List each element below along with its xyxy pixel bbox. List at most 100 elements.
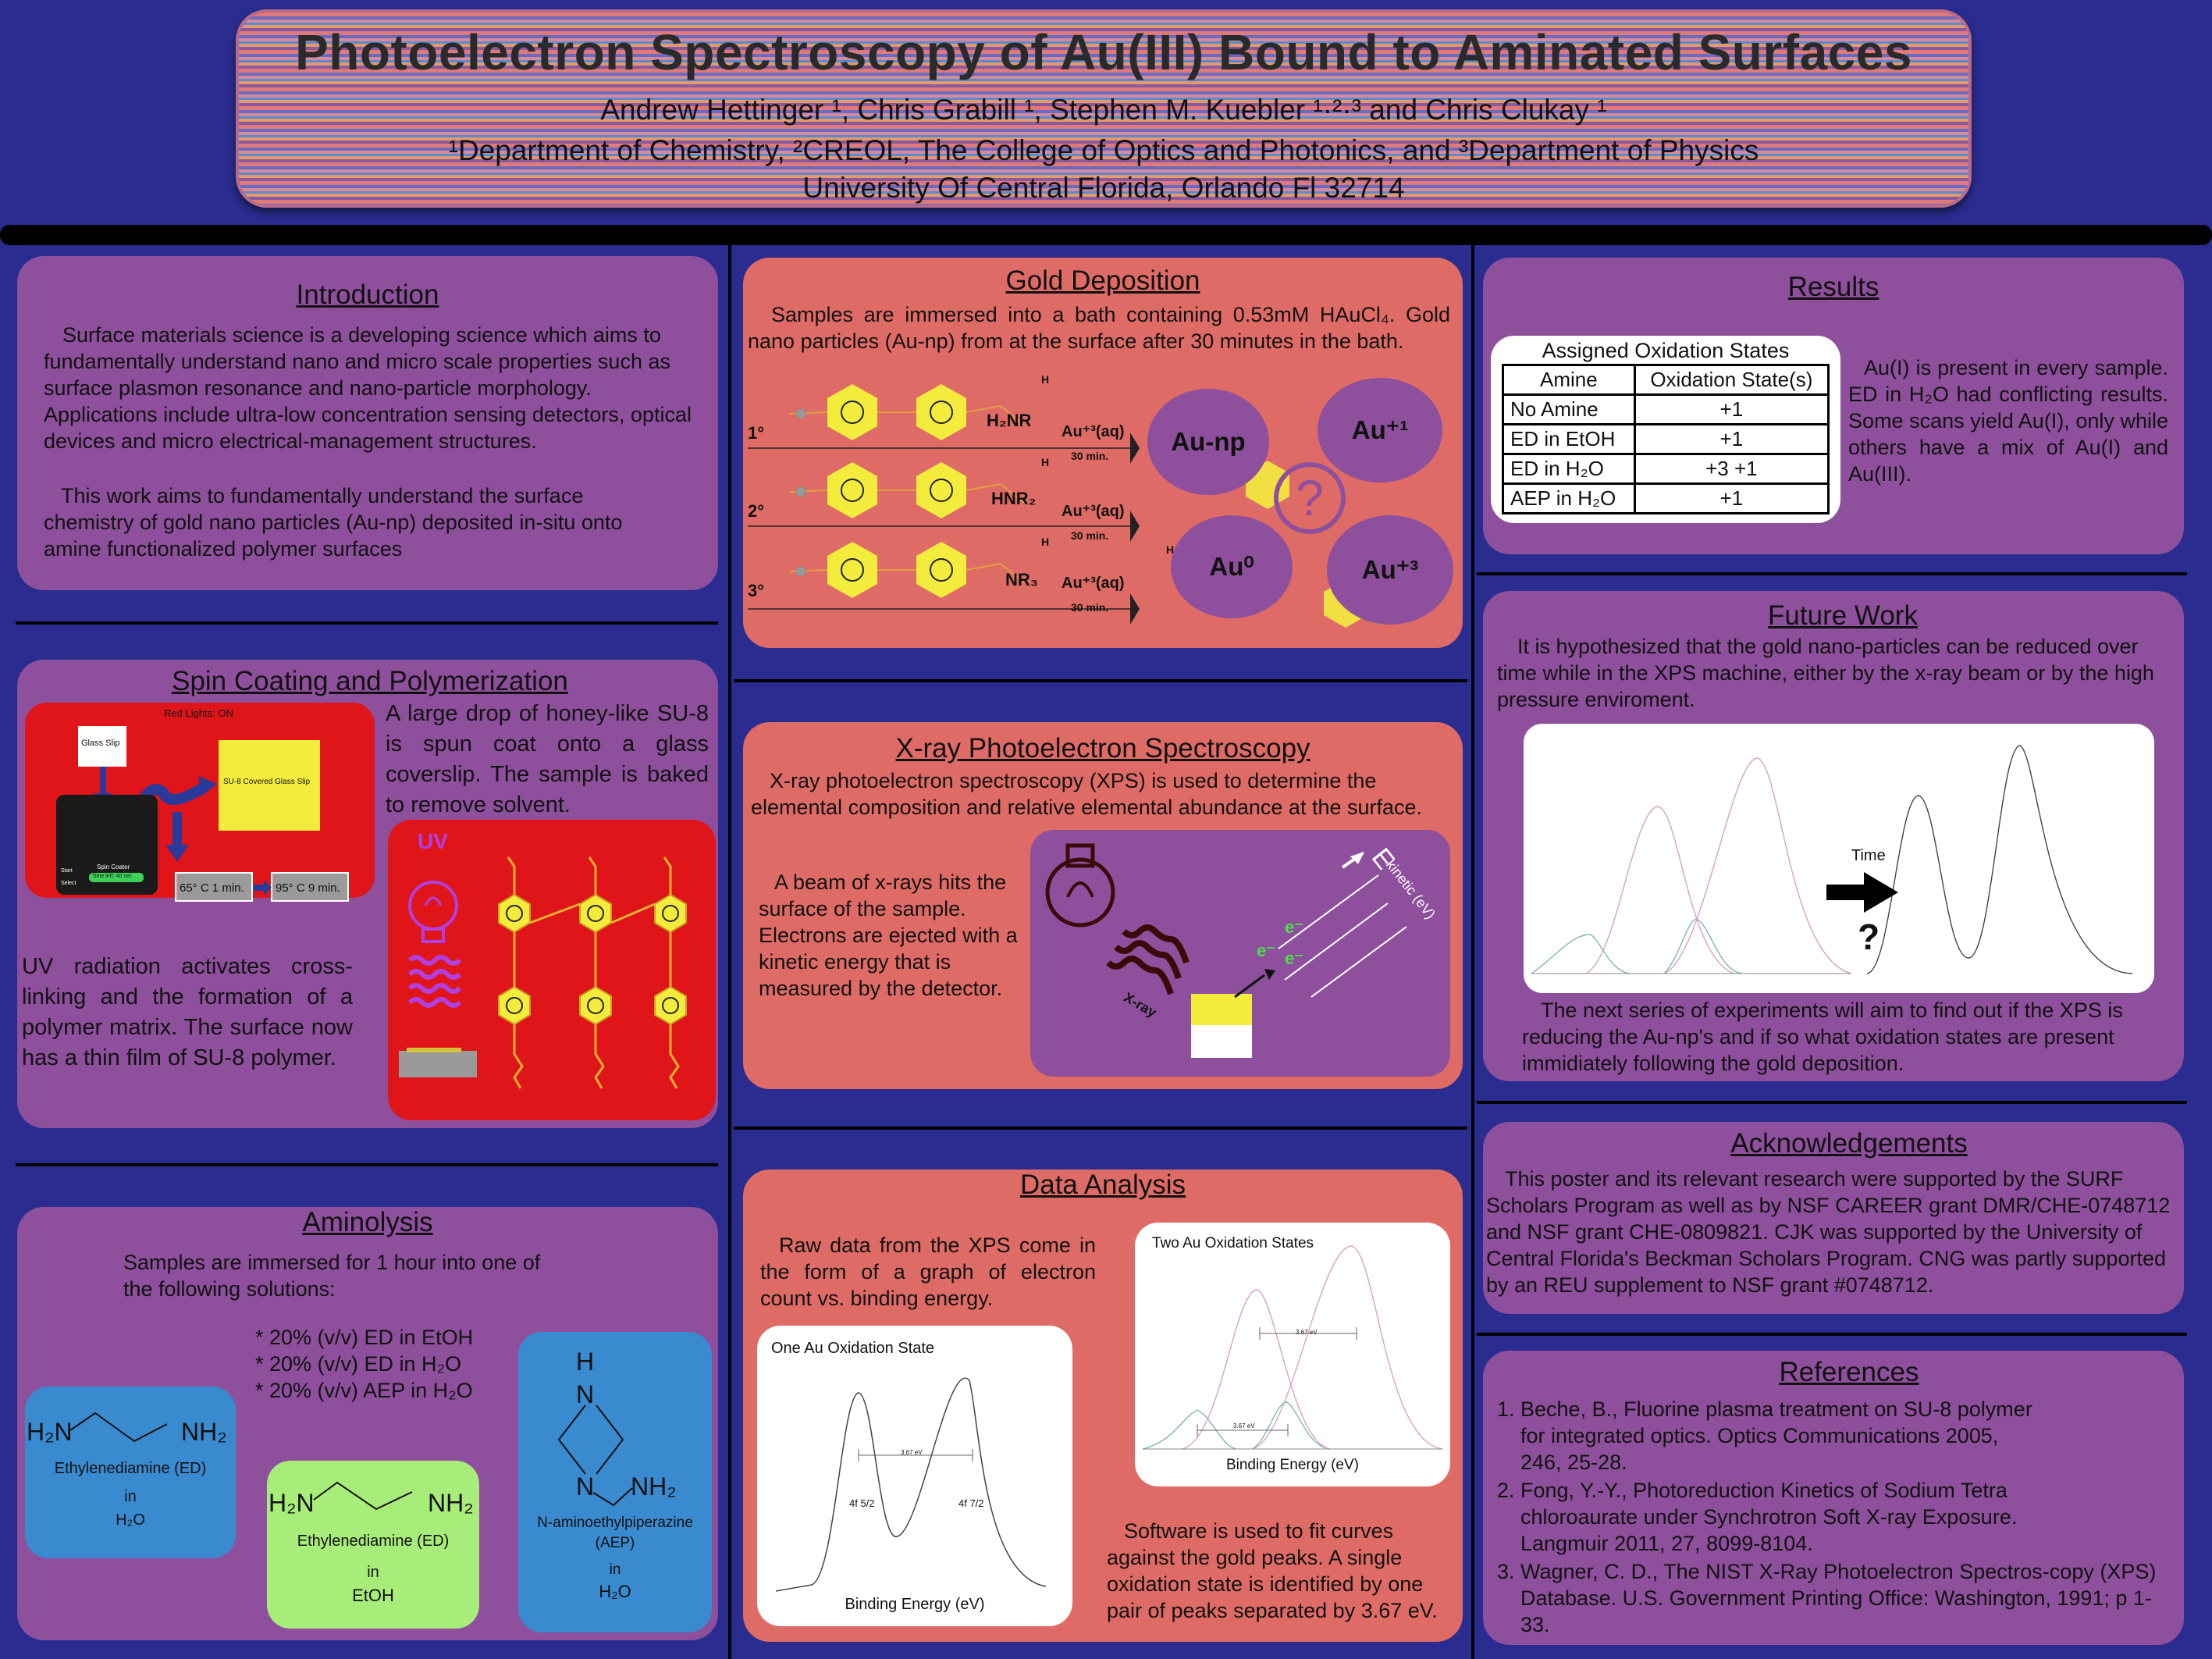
au-np-bubble: Au-np (1147, 389, 1269, 495)
introduction-paragraph-2: This work aims to fundamentally understa… (44, 484, 623, 561)
two-states-chart: Two Au Oxidation States 3.67 eV 3.67 eV … (1135, 1223, 1450, 1486)
amine-degree-label: 3° (748, 581, 765, 600)
bake-step-1: 65° C 1 min. (175, 872, 253, 902)
amine-group-label: H₂N (268, 1489, 315, 1517)
glass-slip: Glass Slip (78, 726, 126, 767)
amine-label: HNR₂ (991, 489, 1037, 508)
spin-coating-text: A large drop of honey-like SU-8 is spun … (386, 701, 709, 817)
oxidation-states-table: Amine Oxidation State(s) No Amine+1 ED i… (1502, 364, 1830, 514)
question-mark-icon: ? (1858, 917, 1880, 957)
aminolysis-panel: Aminolysis Samples are immersed for 1 ho… (17, 1207, 718, 1640)
peak-label: 4f 7/2 (958, 1497, 984, 1509)
hydrogen-label: H (1166, 543, 1175, 556)
compound-in: in (367, 1564, 379, 1581)
ethylenediamine-structure-icon (69, 1412, 168, 1443)
table-row: AEP in H₂O+1 (1502, 482, 1830, 514)
table-title: Assigned Oxidation States (1542, 339, 1790, 362)
solution-item: * 20% (v/v) ED in EtOH (255, 1326, 474, 1349)
future-work-panel: Future Work It is hypothesized that the … (1483, 591, 2184, 1081)
time-label: 30 min. (1071, 450, 1109, 462)
au-zero-bubble: Au⁰ (1171, 515, 1293, 618)
atom-label: H (576, 1347, 595, 1376)
compound-solvent: H₂O (116, 1511, 145, 1529)
table-row: No Amine+1 (1502, 393, 1830, 425)
table-cell: No Amine (1502, 393, 1636, 425)
electron-icon: e⁻ (1257, 941, 1275, 960)
piperazine-structure-icon (557, 1404, 633, 1507)
compound-name: Ethylenediamine (ED) (297, 1533, 450, 1550)
su8-glass-slip: SU-8 Covered Glass Slip (219, 740, 320, 831)
question-mark-icon: ? (1274, 462, 1346, 534)
title-banner: Photoelectron Spectroscopy of Au(III) Bo… (236, 9, 1972, 208)
aminolysis-intro: Samples are immersed for 1 hour into one… (123, 1251, 541, 1301)
reagent-label: Au⁺³(aq) (1062, 503, 1125, 520)
amine-degree-label: 1° (748, 423, 765, 443)
compound-in: in (609, 1561, 621, 1578)
row-divider (1477, 572, 2187, 575)
electron-icon: e⁻ (1285, 917, 1303, 937)
aep-card: H N N NH₂ N-aminoethylpiperazine (AEP) i… (518, 1332, 712, 1632)
select-button: Select (61, 881, 76, 886)
uv-text: UV radiation activates cross-linking and… (22, 954, 353, 1070)
compound-solvent: H₂O (599, 1582, 631, 1601)
reference-item: 3. Wagner, C. D., The NIST X-Ray Photoel… (1497, 1560, 2157, 1636)
future-work-text-2: The next series of experiments will aim … (1522, 999, 2123, 1075)
data-analysis-panel: Data Analysis Raw data from the XPS come… (743, 1169, 1463, 1642)
x-axis-label: Binding Energy (eV) (1225, 1457, 1360, 1473)
one-state-chart: One Au Oxidation State 3.67 eV 4f 5/2 4f… (757, 1326, 1072, 1626)
solution-item: * 20% (v/v) AEP in H₂O (255, 1379, 473, 1402)
time-label: Time (1851, 847, 1886, 864)
future-work-title: Future Work (1768, 600, 1918, 631)
xps-panel: X-ray Photoelectron Spectroscopy X-ray p… (743, 722, 1463, 1089)
introduction-paragraph-1: Surface materials science is a developin… (44, 323, 692, 453)
reagent-label: Au⁺³(aq) (1062, 423, 1125, 440)
amine-group-label: NH₂ (181, 1418, 227, 1446)
amine-group-label: NH₂ (631, 1472, 677, 1501)
oxidation-states-table-card: Assigned Oxidation States Amine Oxidatio… (1491, 336, 1840, 523)
peak-label: 4f 5/2 (849, 1497, 875, 1509)
red-lights-label: Red Lights: ON (164, 707, 233, 719)
references-title: References (1779, 1357, 1919, 1387)
hydrogen-label: H (1041, 373, 1050, 386)
table-cell: +1 (1633, 393, 1830, 425)
references-list: 1. Beche, B., Fluorine plasma treatment … (1497, 1396, 2168, 1638)
row-divider (1477, 1333, 2187, 1336)
ed-water-card: H₂N NH₂ Ethylenediamine (ED) in H₂O (25, 1387, 236, 1558)
crosslinking-illustration: UV (388, 820, 716, 1120)
table-cell: ED in H₂O (1502, 453, 1636, 485)
spin-coating-title: Spin Coating and Polymerization (172, 666, 568, 696)
column-divider (1471, 245, 1474, 1659)
data-analysis-text-1: Raw data from the XPS come in the form o… (760, 1234, 1096, 1310)
amine-group-label: NH₂ (428, 1489, 474, 1517)
row-divider (734, 679, 1467, 682)
university: University Of Central Florida, Orlando F… (802, 172, 1405, 204)
chart-title: Two Au Oxidation States (1152, 1235, 1314, 1251)
data-analysis-title: Data Analysis (1019, 1169, 1186, 1200)
table-cell: +1 (1633, 423, 1830, 455)
compound-solvent: EtOH (352, 1586, 394, 1605)
gold-deposition-panel: Gold Deposition Samples are immersed int… (743, 258, 1463, 648)
amine-degree-label: 2° (748, 501, 765, 521)
compound-name: N-aminoethylpiperazine (AEP) (537, 1515, 693, 1551)
spectrum-time-evolution (1531, 745, 2133, 974)
bake-step-2: 95° C 9 min. (271, 872, 349, 902)
results-panel: Results Assigned Oxidation States Amine … (1483, 258, 2184, 554)
compound-name: Ethylenediamine (ED) (54, 1460, 207, 1477)
table-cell: +1 (1633, 482, 1830, 514)
gold-deposition-title: Gold Deposition (1005, 265, 1200, 296)
spin-coater-device: Spin Coater Start Select Time left: 40 s… (56, 795, 158, 895)
reagent-label: Au⁺³(aq) (1062, 575, 1125, 592)
introduction-panel: Introduction Surface materials science i… (17, 256, 718, 590)
electron-icon: e⁻ (1285, 949, 1303, 968)
ed-ethanol-card: H₂N NH₂ Ethylenediamine (ED) in EtOH (267, 1461, 479, 1629)
bake-arrow-icon (253, 880, 272, 895)
xray-lamp-electron-icon (1045, 843, 1407, 1058)
atom-label: N (576, 1380, 595, 1408)
two-states-spectrum (1142, 1245, 1443, 1450)
table-header-row: Amine Oxidation State(s) (1502, 364, 1830, 396)
table-row: ED in H₂O+3 +1 (1502, 453, 1830, 485)
xps-beam-text: A beam of x-rays hits the surface of the… (759, 870, 1018, 1000)
spin-coating-panel: Spin Coating and Polymerization Red Ligh… (17, 660, 718, 1128)
reference-item: 1. Beche, B., Fluorine plasma treatment … (1497, 1397, 2032, 1474)
row-divider (734, 1127, 1467, 1130)
